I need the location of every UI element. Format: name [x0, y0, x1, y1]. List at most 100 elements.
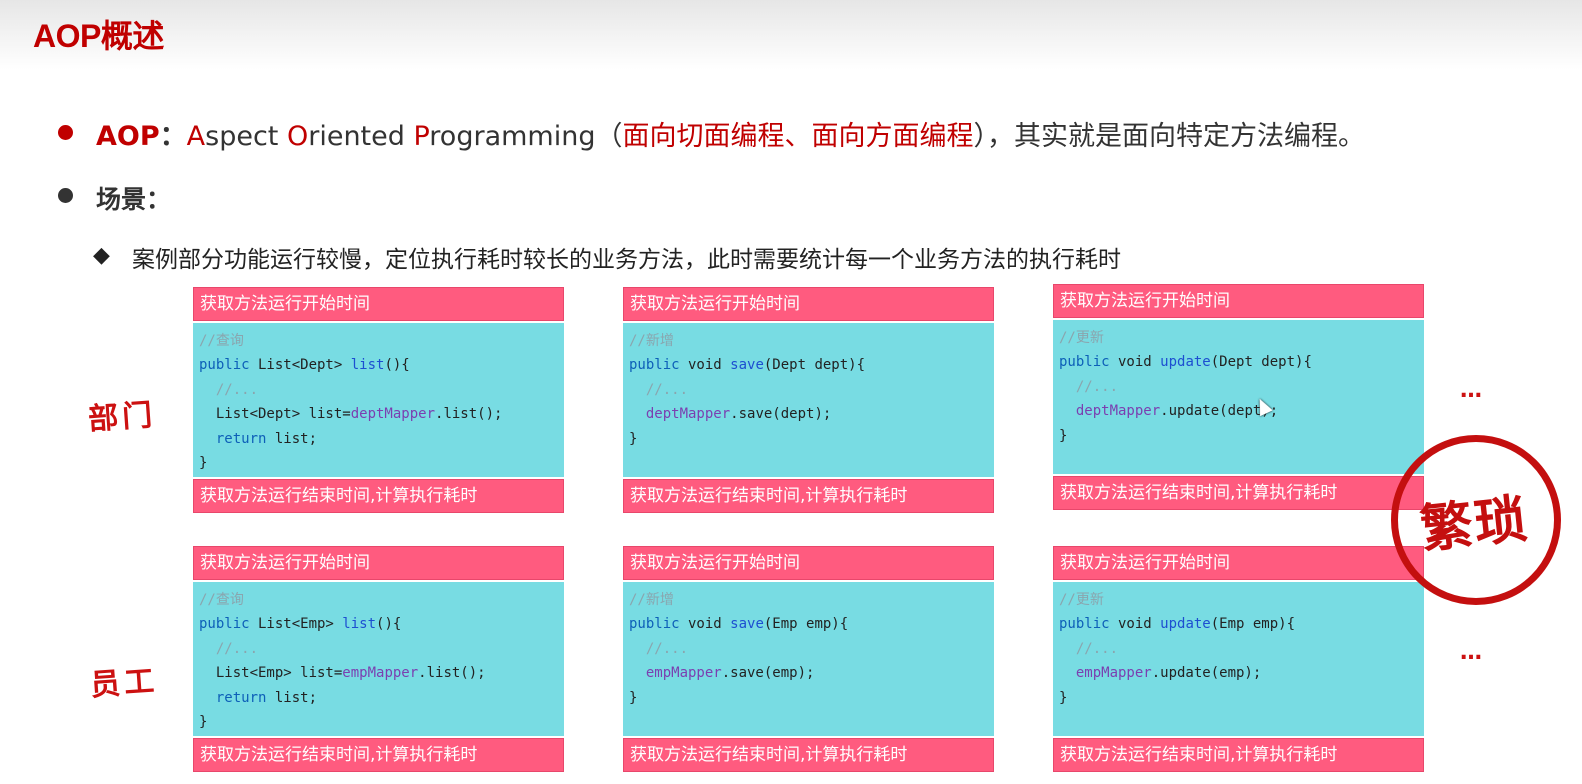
card-footer: 获取方法运行结束时间,计算执行耗时 [1053, 476, 1424, 510]
card-header: 获取方法运行开始时间 [1053, 284, 1424, 318]
code-comment: //... [199, 381, 259, 398]
code-text: .update(dept); [1160, 403, 1279, 420]
word-oriented-rest: riented [308, 121, 414, 152]
code-keyword: public [1059, 616, 1110, 633]
paren-close: ） [973, 121, 987, 152]
card-footer: 获取方法运行结束时间,计算执行耗时 [623, 738, 994, 772]
code-object: empMapper [342, 665, 419, 682]
letter-o: O [286, 121, 309, 152]
code-text: list; [266, 430, 318, 447]
card-dept-list: 获取方法运行开始时间 //查询 public List<Dept> list()… [193, 287, 564, 513]
code-method: list [350, 357, 385, 374]
card-header: 获取方法运行开始时间 [623, 287, 994, 321]
aop-explanation: ，其实就是面向特定方法编程。 [986, 121, 1365, 152]
code-line: List<Dept> list=deptMapper.list(); [199, 402, 564, 426]
code-keyword: public [629, 357, 680, 374]
code-line: public void save(Emp emp){ [629, 612, 994, 636]
code-type: void [1109, 354, 1161, 371]
code-method: save [730, 616, 764, 633]
code-line: deptMapper.save(dept); [629, 402, 994, 426]
code-line: public List<Emp> list(){ [199, 612, 564, 636]
bullet-dot-1 [58, 125, 73, 140]
header-band [0, 0, 1582, 70]
code-text: .save(dept); [730, 406, 832, 423]
code-keyword: public [1059, 354, 1110, 371]
code-comment: //... [1059, 640, 1119, 657]
code-type: List<Dept> [249, 357, 351, 374]
code-text: list; [266, 689, 318, 706]
code-object: empMapper [629, 665, 722, 682]
card-dept-update: 获取方法运行开始时间 //更新 public void update(Dept … [1053, 284, 1424, 510]
letter-p: P [413, 121, 430, 152]
code-method: update [1160, 354, 1211, 371]
code-line: } [1059, 427, 1068, 444]
aop-colon: ： [159, 121, 187, 152]
code-object: deptMapper [1059, 403, 1161, 420]
code-line: } [199, 713, 208, 730]
code-method: list [342, 616, 377, 633]
code-comment: //更新 [1059, 592, 1104, 608]
code-text: (Emp emp){ [763, 616, 849, 633]
code-comment: //... [199, 640, 259, 657]
code-object: deptMapper [629, 406, 731, 423]
card-header: 获取方法运行开始时间 [193, 287, 564, 321]
label-emp: 员工 [89, 663, 160, 704]
code-keyword: public [199, 357, 250, 374]
code-line: return list; [199, 427, 564, 451]
label-dept: 部门 [87, 397, 158, 438]
card-header: 获取方法运行开始时间 [193, 546, 564, 580]
code-line: deptMapper.update(dept); [1059, 399, 1424, 423]
code-text: .update(emp); [1151, 665, 1262, 682]
bullet-aop-definition: AOP：Aspect Oriented Programming（面向切面编程、面… [96, 114, 1365, 153]
code-line: empMapper.save(emp); [629, 661, 994, 685]
code-block: //查询 public List<Dept> list(){ //... Lis… [193, 323, 564, 477]
scenario-description: 案例部分功能运行较慢，定位执行耗时较长的业务方法，此时需要统计每一个业务方法的执… [132, 247, 1121, 273]
code-object: deptMapper [350, 406, 436, 423]
code-block: //更新 public void update(Emp emp){ //... … [1053, 582, 1424, 736]
paren-open: （ [595, 121, 623, 152]
code-text: List<Dept> list= [199, 406, 351, 423]
diamond-bullet-icon: ◆ [93, 243, 110, 268]
code-block: //更新 public void update(Dept dept){ //..… [1053, 320, 1424, 474]
code-keyword: public [199, 616, 250, 633]
code-text: List<Emp> list= [199, 665, 343, 682]
code-text: (Emp emp){ [1210, 616, 1296, 633]
code-method: update [1160, 616, 1211, 633]
code-line: } [199, 454, 208, 471]
code-block: //查询 public List<Emp> list(){ //... List… [193, 582, 564, 736]
code-text: (){ [376, 616, 402, 633]
code-text: .list(); [435, 406, 503, 423]
word-aspect-rest: spect [205, 121, 287, 152]
code-type: void [1109, 616, 1161, 633]
code-type: List<Emp> [249, 616, 343, 633]
code-line: public void save(Dept dept){ [629, 353, 994, 377]
code-text: (Dept dept){ [763, 357, 866, 374]
code-line: } [629, 689, 638, 706]
slide-title: AOP概述 [33, 18, 164, 54]
aop-term: AOP [96, 121, 160, 152]
aop-chinese-name: 面向切面编程、面向方面编程 [622, 121, 974, 152]
stamp-text: 繁琐 [1417, 488, 1532, 561]
code-line: } [629, 430, 638, 447]
code-keyword: public [629, 616, 680, 633]
code-line: public void update(Emp emp){ [1059, 612, 1424, 636]
code-comment: //查询 [199, 333, 244, 349]
code-comment: //查询 [199, 592, 244, 608]
code-comment: //... [629, 640, 689, 657]
bullet-dot-2 [58, 188, 73, 203]
card-footer: 获取方法运行结束时间,计算执行耗时 [1053, 738, 1424, 772]
code-text: (){ [384, 357, 410, 374]
card-emp-save: 获取方法运行开始时间 //新增 public void save(Emp emp… [623, 546, 994, 772]
code-line: public List<Dept> list(){ [199, 353, 564, 377]
code-line: return list; [199, 686, 564, 710]
card-dept-save: 获取方法运行开始时间 //新增 public void save(Dept de… [623, 287, 994, 513]
code-text: .save(emp); [721, 665, 815, 682]
code-comment: //... [1059, 378, 1119, 395]
card-footer: 获取方法运行结束时间,计算执行耗时 [623, 479, 994, 513]
card-header: 获取方法运行开始时间 [1053, 546, 1424, 580]
code-block: //新增 public void save(Emp emp){ //... em… [623, 582, 994, 736]
word-programming-rest: rogramming [429, 121, 596, 152]
ellipsis-dept: … [1460, 378, 1484, 403]
card-emp-update: 获取方法运行开始时间 //更新 public void update(Emp e… [1053, 546, 1424, 772]
card-emp-list: 获取方法运行开始时间 //查询 public List<Emp> list(){… [193, 546, 564, 772]
